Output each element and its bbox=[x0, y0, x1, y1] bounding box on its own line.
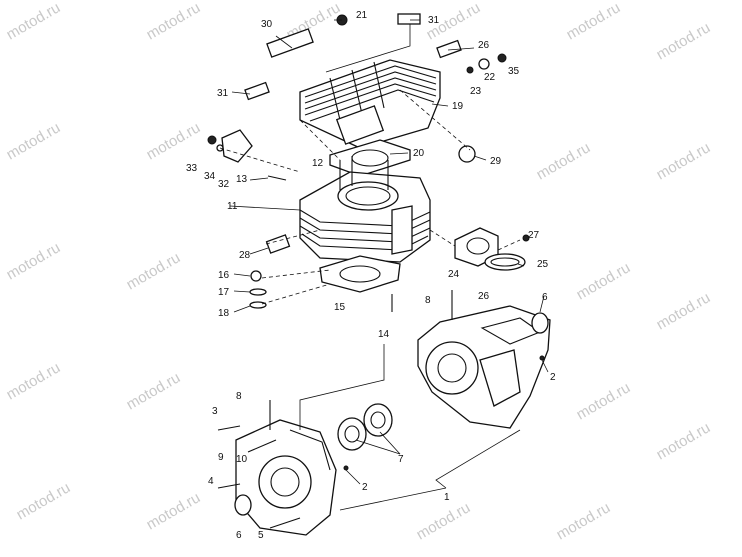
callout-26: 26 bbox=[478, 40, 490, 51]
watermark-text: motod.ru bbox=[654, 289, 714, 333]
callout-35: 35 bbox=[508, 66, 520, 77]
callout-2: 2 bbox=[362, 482, 368, 493]
watermark-text: motod.ru bbox=[4, 359, 64, 403]
leader-lines bbox=[229, 19, 549, 511]
callout-17: 17 bbox=[218, 287, 230, 298]
head-gasket bbox=[329, 139, 411, 177]
watermark-text: motod.ru bbox=[4, 239, 64, 283]
oil-seals bbox=[234, 312, 549, 516]
watermark-text: motod.ru bbox=[4, 0, 64, 43]
watermark-text: motod.ru bbox=[654, 19, 714, 63]
callout-6: 6 bbox=[542, 292, 548, 303]
callout-18: 18 bbox=[218, 308, 230, 319]
watermark-text: motod.ru bbox=[574, 379, 634, 423]
callout-22: 22 bbox=[484, 72, 496, 83]
watermark-text: motod.ru bbox=[144, 119, 204, 163]
callout-8: 8 bbox=[425, 295, 431, 306]
callout-32: 32 bbox=[218, 179, 230, 190]
crankcase-left-half bbox=[235, 419, 337, 536]
callout-1: 1 bbox=[444, 492, 450, 503]
callout-15: 15 bbox=[334, 302, 346, 313]
watermark-text: motod.ru bbox=[14, 479, 74, 523]
cylinder-head bbox=[299, 59, 441, 149]
watermark-text: motod.ru bbox=[144, 489, 204, 533]
watermark-text: motod.ru bbox=[574, 259, 634, 303]
callout-11: 11 bbox=[227, 201, 238, 212]
watermark-text: motod.ru bbox=[144, 0, 204, 43]
callout-12: 12 bbox=[312, 158, 324, 169]
callout-19: 19 bbox=[452, 101, 464, 112]
callout-5: 5 bbox=[258, 530, 264, 541]
callout-14: 14 bbox=[378, 329, 390, 340]
watermark-text: motod.ru bbox=[534, 139, 594, 183]
small-parts bbox=[207, 13, 545, 529]
callout-29: 29 bbox=[490, 156, 502, 167]
callout-23: 23 bbox=[470, 86, 482, 97]
callout-4: 4 bbox=[208, 476, 214, 487]
hose-clamp bbox=[484, 253, 526, 271]
callout-20: 20 bbox=[413, 148, 425, 159]
cylinder bbox=[299, 156, 431, 263]
watermark-text: motod.ru bbox=[124, 369, 184, 413]
watermark-text: motod.ru bbox=[414, 499, 474, 543]
callout-28: 28 bbox=[239, 250, 251, 261]
watermark-text: motod.ru bbox=[654, 419, 714, 463]
callout-21: 21 bbox=[356, 10, 368, 21]
callout-27: 27 bbox=[528, 230, 540, 241]
callout-25: 25 bbox=[537, 259, 549, 270]
watermark-text: motod.ru bbox=[554, 499, 614, 543]
watermark-text: motod.ru bbox=[654, 139, 714, 183]
callout-31: 31 bbox=[217, 88, 229, 99]
callout-24: 24 bbox=[448, 269, 460, 280]
callout-16: 16 bbox=[218, 270, 230, 281]
callout-labels: 30 21 31 26 22 35 23 31 19 20 29 33 34 3… bbox=[186, 10, 556, 541]
callout-26: 26 bbox=[478, 291, 490, 302]
base-gasket bbox=[319, 255, 401, 293]
callout-10: 10 bbox=[236, 454, 248, 465]
callout-34: 34 bbox=[204, 171, 216, 182]
callout-8: 8 bbox=[236, 391, 242, 402]
alignment-lines bbox=[219, 89, 521, 305]
callout-3: 3 bbox=[212, 406, 218, 417]
crankcase-right-half bbox=[417, 305, 551, 429]
callout-13: 13 bbox=[236, 174, 248, 185]
main-bearings bbox=[337, 403, 393, 451]
callout-2: 2 bbox=[550, 372, 556, 383]
watermark-text: motod.ru bbox=[4, 119, 64, 163]
callout-30: 30 bbox=[261, 19, 273, 30]
callout-33: 33 bbox=[186, 163, 198, 174]
callout-9: 9 bbox=[218, 452, 224, 463]
watermark-text: motod.ru bbox=[124, 249, 184, 293]
callout-31: 31 bbox=[428, 15, 440, 26]
callout-7: 7 bbox=[398, 454, 404, 465]
callout-6: 6 bbox=[236, 530, 242, 541]
watermark-text: motod.ru bbox=[564, 0, 624, 43]
